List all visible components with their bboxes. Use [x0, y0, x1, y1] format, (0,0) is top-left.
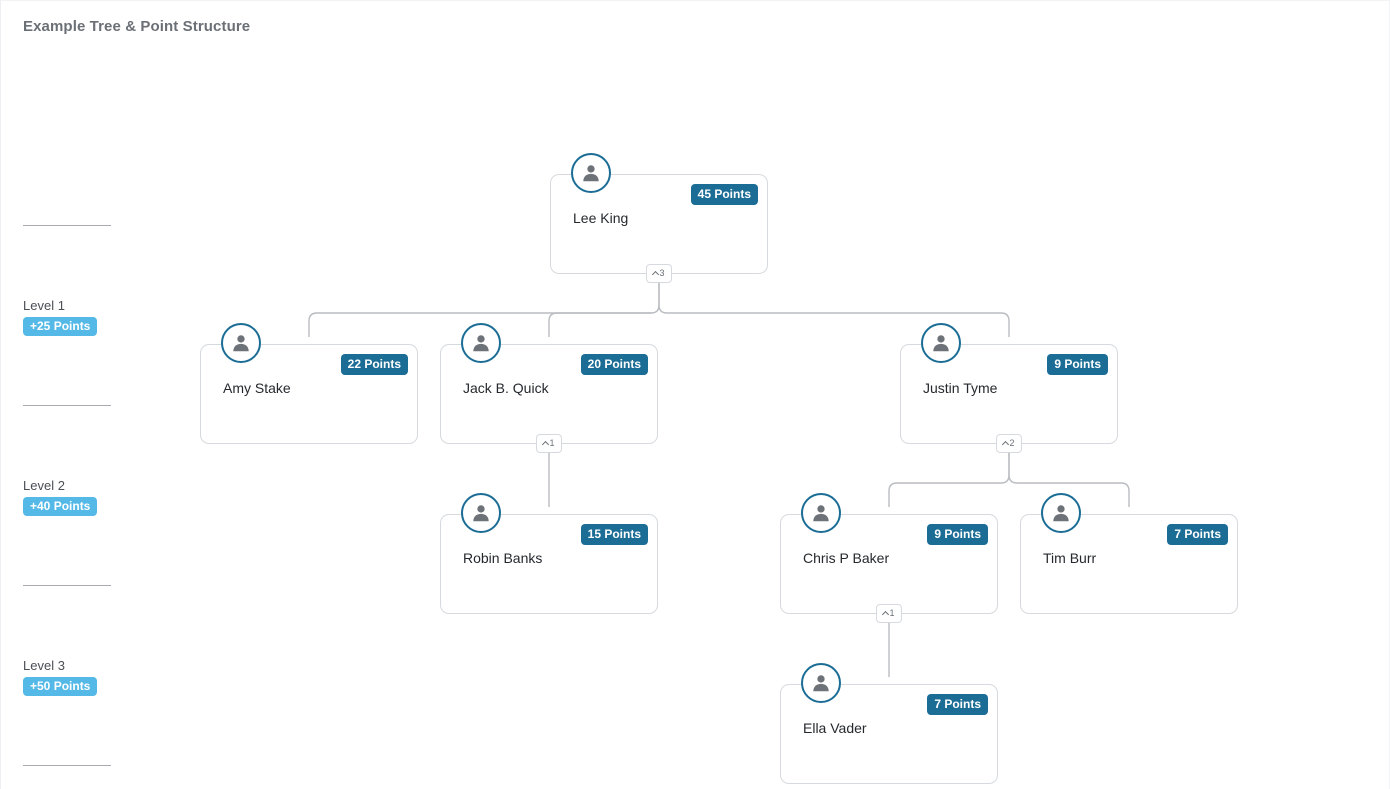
points-badge: 22 Points: [340, 354, 408, 375]
person-icon: [461, 493, 501, 533]
node-name: Jack B. Quick: [463, 380, 549, 396]
points-badge: 45 Points: [690, 184, 758, 205]
person-icon: [801, 493, 841, 533]
points-badge: 15 Points: [580, 524, 648, 545]
node-name: Justin Tyme: [923, 380, 998, 396]
tree-node-robin-banks[interactable]: 15 Points Robin Banks: [440, 493, 658, 614]
level-label: Level 3: [23, 658, 65, 673]
points-badge: 7 Points: [927, 694, 988, 715]
tree-node-ella-vader[interactable]: 7 Points Ella Vader: [780, 663, 998, 784]
points-badge: 20 Points: [580, 354, 648, 375]
child-count: 3: [659, 268, 665, 278]
level-divider: [23, 405, 111, 406]
tree-node-lee-king[interactable]: 45 Points Lee King: [550, 153, 768, 274]
tree-node-justin-tyme[interactable]: 9 Points Justin Tyme: [900, 323, 1118, 444]
person-icon: [801, 663, 841, 703]
level-label: Level 1: [23, 298, 65, 313]
tree-node-tim-burr[interactable]: 7 Points Tim Burr: [1020, 493, 1238, 614]
node-name: Chris P Baker: [803, 550, 890, 566]
person-icon: [1041, 493, 1081, 533]
page-title: Example Tree & Point Structure: [23, 18, 251, 35]
tree-node-chris-p-baker[interactable]: 9 Points Chris P Baker: [780, 493, 998, 614]
points-badge: 9 Points: [927, 524, 988, 545]
child-count: 1: [549, 438, 555, 448]
person-icon: [921, 323, 961, 363]
level-divider: [23, 225, 111, 226]
level-bonus-badge: +50 Points: [23, 677, 98, 696]
level-rail-item-1: Level 1 +25 Points: [23, 298, 98, 336]
child-count: 2: [1009, 438, 1015, 448]
collapse-toggle-justin-tyme[interactable]: 2: [996, 434, 1022, 453]
level-divider: [23, 585, 111, 586]
node-name: Amy Stake: [223, 380, 291, 396]
level-bonus-badge: +25 Points: [23, 317, 98, 336]
level-rail-item-3: Level 3 +50 Points: [23, 658, 98, 696]
node-name: Tim Burr: [1043, 550, 1097, 566]
node-name: Robin Banks: [463, 550, 543, 566]
collapse-toggle-lee-king[interactable]: 3: [646, 264, 672, 283]
person-icon: [461, 323, 501, 363]
node-name: Lee King: [573, 210, 629, 226]
chevron-up-icon: [652, 270, 660, 279]
chevron-up-icon: [882, 610, 890, 619]
node-name: Ella Vader: [803, 720, 867, 736]
person-icon: [221, 323, 261, 363]
child-count: 1: [889, 608, 895, 618]
chevron-up-icon: [1002, 440, 1010, 449]
collapse-toggle-jack-b-quick[interactable]: 1: [536, 434, 562, 453]
chevron-up-icon: [542, 440, 550, 449]
level-rail-item-2: Level 2 +40 Points: [23, 478, 98, 516]
points-badge: 7 Points: [1167, 524, 1228, 545]
level-label: Level 2: [23, 478, 65, 493]
person-icon: [571, 153, 611, 193]
collapse-toggle-chris-p-baker[interactable]: 1: [876, 604, 902, 623]
level-divider: [23, 765, 111, 766]
tree-node-jack-b-quick[interactable]: 20 Points Jack B. Quick: [440, 323, 658, 444]
level-bonus-badge: +40 Points: [23, 497, 98, 516]
points-badge: 9 Points: [1047, 354, 1108, 375]
tree-node-amy-stake[interactable]: 22 Points Amy Stake: [200, 323, 418, 444]
